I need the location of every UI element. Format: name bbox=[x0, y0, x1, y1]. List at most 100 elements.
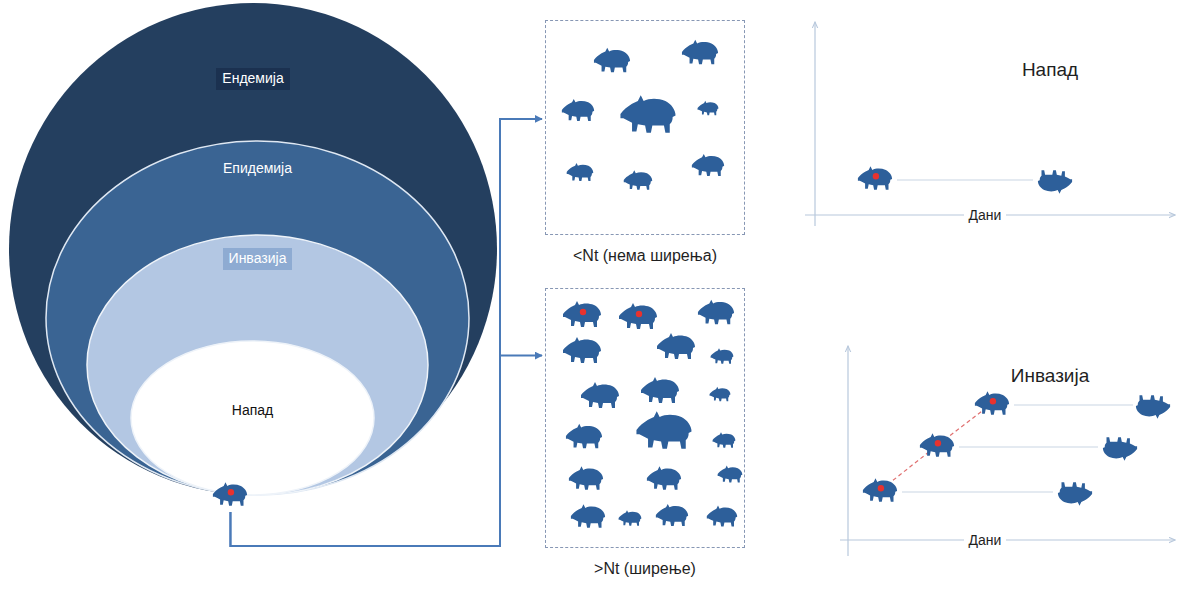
boar-icon bbox=[571, 504, 605, 527]
infection-dot bbox=[636, 311, 642, 317]
boar-shape bbox=[858, 166, 892, 189]
nested-ellipse: ЕндемијаЕпидемијаИнвазијаНапад bbox=[8, 2, 498, 496]
nested-ellipse: Напад bbox=[130, 340, 375, 496]
boar-shape bbox=[657, 333, 695, 359]
ellipse-fill bbox=[9, 3, 497, 495]
boar-icon bbox=[619, 510, 642, 526]
line-part bbox=[902, 491, 1053, 492]
ellipse-fill bbox=[131, 341, 374, 495]
boar-icon bbox=[698, 300, 734, 325]
boar-icon bbox=[698, 101, 719, 115]
boar-shape bbox=[707, 506, 737, 527]
box-caption: >Nt (ширење) bbox=[588, 557, 702, 581]
line-part bbox=[840, 539, 1175, 540]
infection-dot bbox=[873, 173, 879, 179]
boar-shape bbox=[698, 101, 719, 115]
boar-shape bbox=[619, 303, 657, 329]
boar-shape bbox=[619, 510, 642, 526]
boar-icon bbox=[641, 377, 679, 403]
boar-shape bbox=[571, 504, 605, 527]
chart-axes bbox=[805, 22, 1175, 556]
boar-icon bbox=[563, 337, 601, 363]
boar-shape bbox=[713, 432, 736, 448]
boar-icon bbox=[563, 301, 601, 327]
boar-icons bbox=[213, 40, 1170, 528]
boar-shape bbox=[567, 163, 594, 181]
ring-label: Епидемија bbox=[217, 158, 298, 180]
boar-shape bbox=[692, 154, 724, 176]
boar-shape bbox=[569, 466, 603, 489]
boar-shape bbox=[594, 48, 630, 73]
boar-icon bbox=[562, 99, 594, 121]
boar-shape bbox=[711, 348, 734, 364]
boar-icon bbox=[647, 466, 681, 489]
boar-shape bbox=[1058, 482, 1092, 505]
boar-shape bbox=[863, 478, 897, 501]
axis-label: Дани bbox=[964, 532, 1007, 548]
boar-icon bbox=[569, 466, 603, 489]
infection-dot bbox=[935, 440, 941, 446]
boar-shape bbox=[656, 504, 688, 526]
infection-dot bbox=[990, 398, 996, 404]
ring-label: Ендемија bbox=[216, 68, 289, 90]
ellipse-fill bbox=[87, 235, 428, 495]
boar-icon bbox=[656, 504, 688, 526]
dead-boar-icon bbox=[1038, 170, 1072, 193]
boar-icon bbox=[692, 154, 724, 176]
boar-icon bbox=[718, 466, 743, 483]
boar-shape bbox=[1038, 170, 1072, 193]
line-part bbox=[882, 444, 939, 489]
boar-icon bbox=[858, 166, 892, 189]
boar-icon bbox=[619, 303, 657, 329]
ring-label: Инвазија bbox=[223, 248, 293, 270]
boar-icon bbox=[682, 40, 718, 65]
boar-shape bbox=[620, 95, 675, 133]
boar-shape bbox=[1136, 395, 1170, 418]
boar-icon bbox=[975, 391, 1009, 414]
boar-shape bbox=[581, 382, 619, 408]
boar-shape bbox=[213, 482, 247, 505]
boar-shape bbox=[641, 377, 679, 403]
boar-icon bbox=[713, 432, 736, 448]
infection-dot bbox=[228, 489, 234, 495]
boar-shape bbox=[563, 337, 601, 363]
boar-shape bbox=[624, 170, 653, 190]
boar-icon bbox=[566, 424, 602, 449]
boar-icon bbox=[213, 482, 247, 505]
boar-shape bbox=[975, 391, 1009, 414]
boar-shape bbox=[698, 300, 734, 325]
axis-label: Дани bbox=[964, 207, 1007, 223]
population-box: >Nt (ширење) bbox=[545, 288, 745, 548]
line-part bbox=[959, 446, 1098, 447]
boar-icon bbox=[581, 382, 619, 408]
boar-icon bbox=[624, 170, 653, 190]
line-part bbox=[939, 402, 994, 444]
infection-dot bbox=[580, 309, 586, 315]
boar-shape bbox=[682, 40, 718, 65]
box-caption: <Nt (нема ширења) bbox=[567, 244, 723, 268]
line-part bbox=[897, 179, 1033, 180]
boar-icon bbox=[620, 95, 675, 133]
boar-icon bbox=[636, 411, 691, 449]
dead-boar-icon bbox=[1103, 437, 1137, 460]
boar-shape bbox=[1103, 437, 1137, 460]
boar-icon bbox=[920, 433, 954, 456]
dead-boar-icon bbox=[1136, 395, 1170, 418]
chart-title: Инвазија bbox=[1006, 365, 1095, 387]
boar-shape bbox=[562, 99, 594, 121]
line-part bbox=[847, 346, 848, 556]
boar-icon bbox=[594, 48, 630, 73]
nested-ellipse: ИнвазијаНапад bbox=[86, 234, 429, 496]
chart-title: Напад bbox=[1017, 59, 1083, 81]
boar-shape bbox=[636, 411, 691, 449]
boar-shape bbox=[920, 433, 954, 456]
boar-shape bbox=[566, 424, 602, 449]
infection-dot bbox=[878, 485, 884, 491]
line-part bbox=[805, 214, 1175, 215]
boar-icon bbox=[567, 163, 594, 181]
ring-label: Напад bbox=[226, 400, 279, 422]
boar-icon bbox=[657, 333, 695, 359]
boar-shape bbox=[718, 466, 743, 483]
